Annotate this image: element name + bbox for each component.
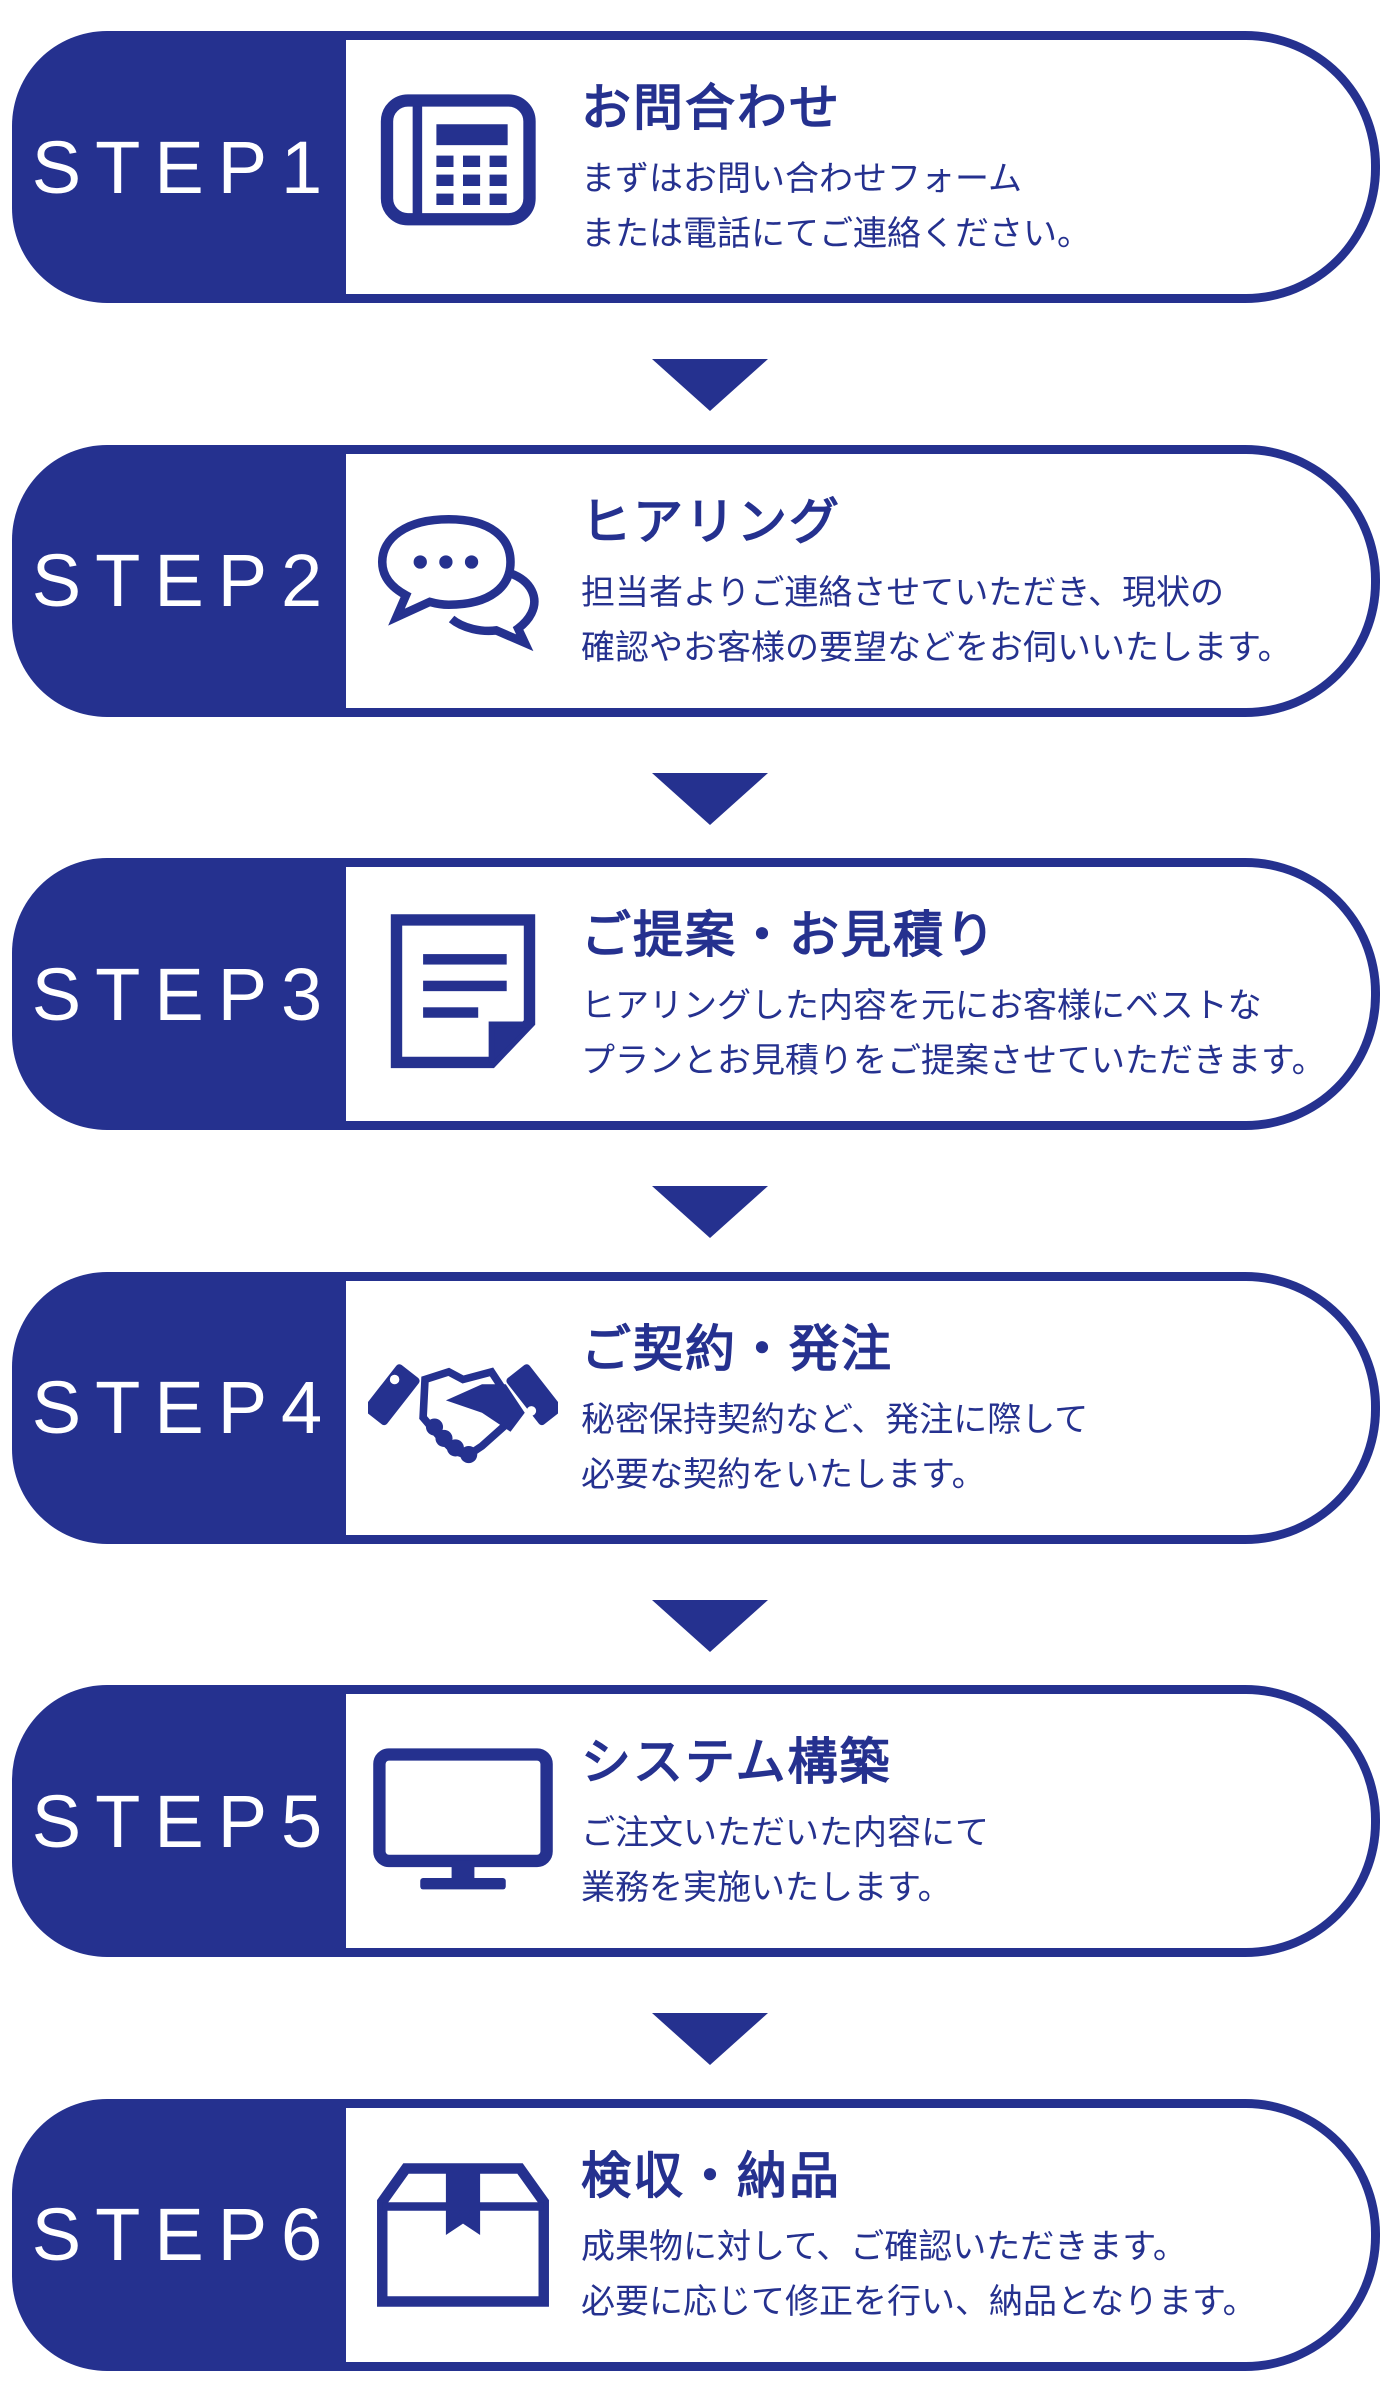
step-description: 秘密保持契約など、発注に際して必要な契約をいたします。 [581, 1393, 1088, 1503]
step-title: 検収・納品 [581, 2146, 841, 2205]
down-arrow-icon [652, 1186, 768, 1238]
step-description: 成果物に対して、ご確認いただきます。必要に応じて修正を行い、納品となります。 [581, 2220, 1257, 2330]
phone-icon [368, 72, 558, 262]
step-title: システム構築 [581, 1733, 892, 1791]
step-title: ご契約・発注 [581, 1319, 893, 1378]
description-line: まずはお問い合わせフォーム [581, 159, 1022, 199]
step-description: ご注文いただいた内容にて業務を実施いたします。 [581, 1806, 989, 1916]
step-card: STEP3 ご提案・お見積り ヒアリングした内容を元にお客様にベストなプランとお… [12, 858, 1380, 1130]
step-label: STEP5 [31, 1779, 337, 1863]
step-description: まずはお問い合わせフォームまたは電話にてご連絡ください。 [581, 152, 1091, 262]
description-line: 担当者よりご連絡させていただき、現状の [581, 572, 1224, 613]
description-line: 成果物に対して、ご確認いただきます。 [581, 2226, 1187, 2267]
chat-bubbles-icon [368, 486, 558, 676]
step-content: ヒアリング 担当者よりご連絡させていただき、現状の確認やお客様の要望などをお伺い… [346, 453, 1371, 708]
step-card: STEP1 お問合わせ まずはお問い合わせフォームまたは電話にてご連絡ください。 [12, 31, 1380, 303]
description-line: または電話にてご連絡ください。 [581, 214, 1091, 254]
step-label: STEP1 [31, 125, 337, 209]
step-description: 担当者よりご連絡させていただき、現状の確認やお客様の要望などをお伺いいたします。 [581, 566, 1292, 676]
step-card: STEP2 ヒアリング 担当者よりご連絡させていただき、現状の確認やお客様の要望… [12, 444, 1380, 717]
step-title: ヒアリング [581, 492, 841, 551]
description-line: 業務を実施いたします。 [581, 1868, 952, 1908]
description-line: 秘密保持契約など、発注に際して [581, 1399, 1089, 1440]
step-label: STEP4 [31, 1366, 337, 1449]
step-title: ご提案・お見積り [581, 906, 997, 964]
description-line: ご注文いただいた内容にて [581, 1813, 989, 1853]
down-arrow-icon [652, 1599, 768, 1652]
step-title: お問合わせ [581, 79, 841, 137]
step-card: STEP4 ご契約・発注 秘密保持契約など、発注に際して必要な契約をいたします。 [12, 1271, 1380, 1544]
step-content: システム構築 ご注文いただいた内容にて業務を実施いたします。 [346, 1694, 1371, 1948]
step-label: STEP6 [31, 2193, 337, 2276]
description-line: 確認やお客様の要望などをお伺いいたします。 [581, 627, 1292, 668]
step-description: ヒアリングした内容を元にお客様にベストなプランとお見積りをご提案させていただきま… [581, 979, 1326, 1089]
handshake-icon [363, 1313, 563, 1503]
step-content: ご契約・発注 秘密保持契約など、発注に際して必要な契約をいたします。 [346, 1280, 1371, 1535]
down-arrow-icon [652, 2013, 768, 2065]
step-content: お問合わせ まずはお問い合わせフォームまたは電話にてご連絡ください。 [346, 40, 1371, 294]
step-card: STEP5 システム構築 ご注文いただいた内容にて業務を実施いたします。 [12, 1685, 1380, 1957]
box-icon [368, 2140, 558, 2330]
step-card: STEP6 検収・納品 成果物に対して、ご確認いただきます。必要に応じて修正を行… [12, 2098, 1380, 2371]
step-content: ご提案・お見積り ヒアリングした内容を元にお客様にベストなプランとお見積りをご提… [346, 867, 1371, 1121]
description-line: プランとお見積りをご提案させていただきます。 [581, 1041, 1326, 1081]
document-icon [368, 899, 558, 1089]
step-label: STEP2 [31, 539, 337, 622]
down-arrow-icon [652, 772, 768, 825]
down-arrow-icon [652, 359, 768, 411]
description-line: 必要な契約をいたします。 [581, 1454, 986, 1495]
description-line: ヒアリングした内容を元にお客様にベストな [581, 986, 1262, 1026]
description-line: 必要に応じて修正を行い、納品となります。 [581, 2281, 1257, 2322]
monitor-icon [368, 1726, 558, 1916]
step-label: STEP3 [31, 952, 337, 1036]
step-content: 検収・納品 成果物に対して、ご確認いただきます。必要に応じて修正を行い、納品とな… [346, 2107, 1371, 2362]
